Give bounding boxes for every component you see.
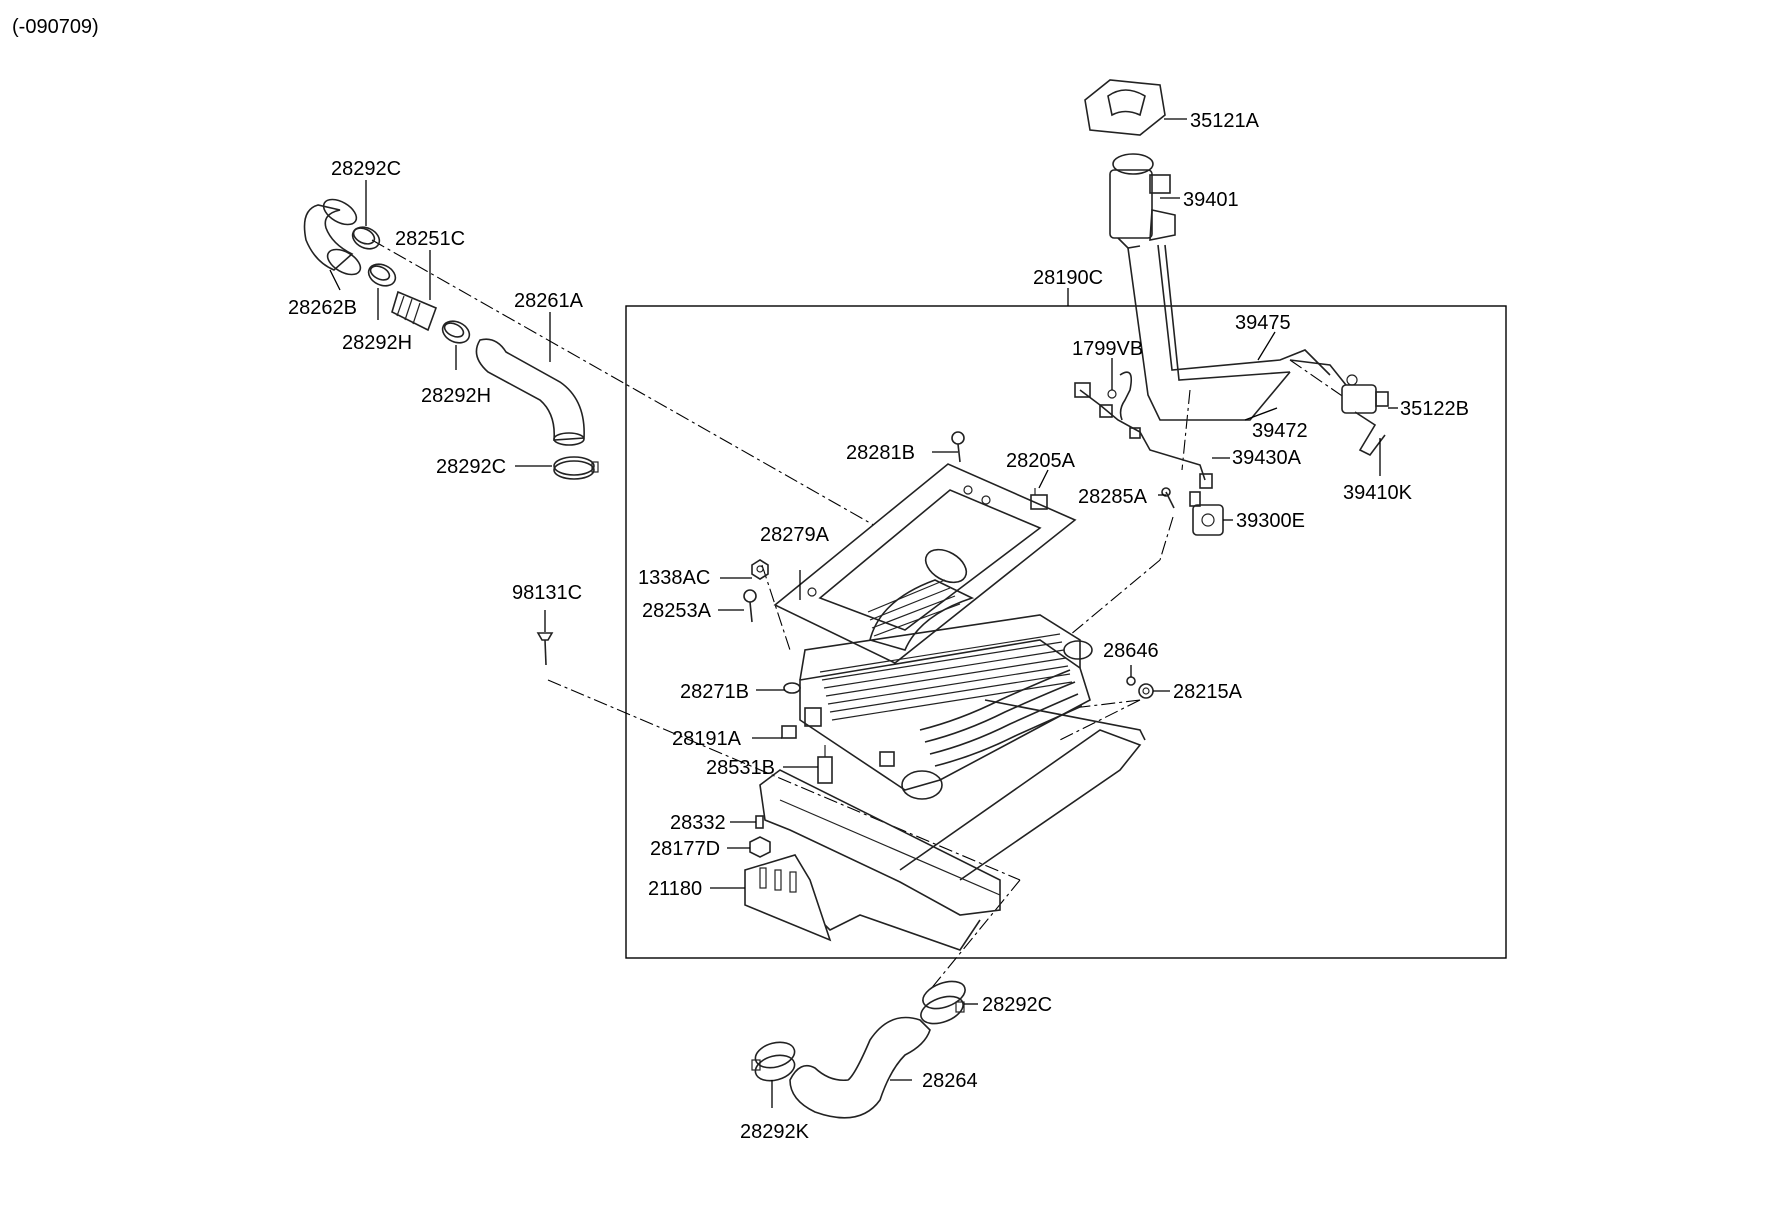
- bolt-28281B: [951, 431, 965, 463]
- bolt-28253A: [743, 589, 757, 623]
- clamp-28292H-a: [367, 263, 397, 287]
- label-28264[interactable]: 28264: [922, 1070, 978, 1092]
- bracket-frame: [759, 699, 1146, 951]
- label-39472[interactable]: 39472: [1252, 420, 1308, 442]
- label-28279A[interactable]: 28279A: [760, 524, 830, 546]
- clamp-28292C-mid: [553, 456, 599, 480]
- label-28190C[interactable]: 28190C: [1033, 267, 1103, 289]
- label-28292C-bot[interactable]: 28292C: [982, 994, 1052, 1016]
- label-28531B[interactable]: 28531B: [706, 757, 775, 779]
- intercooler-28271B: [783, 614, 1093, 800]
- clamp-28292C-top: [351, 226, 381, 250]
- label-28292C-top[interactable]: 28292C: [331, 158, 401, 180]
- part-28332: [755, 815, 764, 829]
- cover-35121A: [1084, 79, 1166, 136]
- bracket-39410K: [1354, 411, 1386, 457]
- label-39410K[interactable]: 39410K: [1343, 482, 1413, 504]
- hose-28262B: [303, 198, 362, 276]
- label-21180[interactable]: 21180: [648, 878, 702, 900]
- label-28292K[interactable]: 28292K: [740, 1121, 810, 1143]
- label-28292H-b[interactable]: 28292H: [421, 385, 491, 407]
- hose-28251C: [391, 290, 438, 332]
- label-39475[interactable]: 39475: [1235, 312, 1291, 334]
- label-35121A[interactable]: 35121A: [1190, 110, 1260, 132]
- harness-39430A: [1074, 382, 1213, 489]
- label-28191A[interactable]: 28191A: [672, 728, 742, 750]
- label-1799VB[interactable]: 1799VB: [1072, 338, 1143, 360]
- nut-1338AC: [751, 559, 769, 580]
- clamp-28292H-b: [441, 320, 471, 344]
- label-28253A[interactable]: 28253A: [642, 600, 712, 622]
- assembly-frame: [625, 305, 1507, 959]
- bracket-28191A: [781, 707, 895, 767]
- valve-35122B: [1341, 374, 1389, 414]
- label-28251C[interactable]: 28251C: [395, 228, 465, 250]
- label-28262B[interactable]: 28262B: [288, 297, 357, 319]
- cover-28279A: [773, 463, 1077, 664]
- label-28215A[interactable]: 28215A: [1173, 681, 1243, 703]
- bracket-21180: [744, 854, 832, 942]
- label-28205A[interactable]: 28205A: [1006, 450, 1076, 472]
- sensor-28531B: [817, 745, 833, 784]
- label-28292C-mid[interactable]: 28292C: [436, 456, 506, 478]
- label-28177D[interactable]: 28177D: [650, 838, 720, 860]
- valve-39401: [1109, 153, 1176, 249]
- hose-28261A: [475, 338, 585, 446]
- label-28285A[interactable]: 28285A: [1078, 486, 1148, 508]
- part-28646: [1126, 676, 1136, 686]
- label-39430A[interactable]: 39430A: [1232, 447, 1302, 469]
- bolt-28285A: [1161, 487, 1175, 509]
- clamp-28292C-bot: [920, 980, 966, 1025]
- sensor-39300E: [1189, 491, 1224, 536]
- label-28646[interactable]: 28646: [1103, 640, 1159, 662]
- hose-28264: [789, 1016, 931, 1119]
- label-98131C[interactable]: 98131C: [512, 582, 582, 604]
- label-28271B[interactable]: 28271B: [680, 681, 749, 703]
- nut-28177D: [749, 836, 771, 858]
- label-35122B[interactable]: 35122B: [1400, 398, 1469, 420]
- label-39300E[interactable]: 39300E: [1236, 510, 1305, 532]
- bolt-98131C: [536, 632, 554, 666]
- label-28261A[interactable]: 28261A: [514, 290, 584, 312]
- diagram-code: (-090709): [12, 16, 99, 38]
- label-28292H-a[interactable]: 28292H: [342, 332, 412, 354]
- label-39401[interactable]: 39401: [1183, 189, 1239, 211]
- clip-28205A: [1030, 488, 1048, 510]
- hoses-39475-39472: [1127, 244, 1351, 421]
- label-28281B[interactable]: 28281B: [846, 442, 915, 464]
- label-1338AC[interactable]: 1338AC: [638, 567, 710, 589]
- clamp-28292K: [751, 1041, 796, 1082]
- label-28332[interactable]: 28332: [670, 812, 726, 834]
- nut-28215A: [1138, 683, 1154, 699]
